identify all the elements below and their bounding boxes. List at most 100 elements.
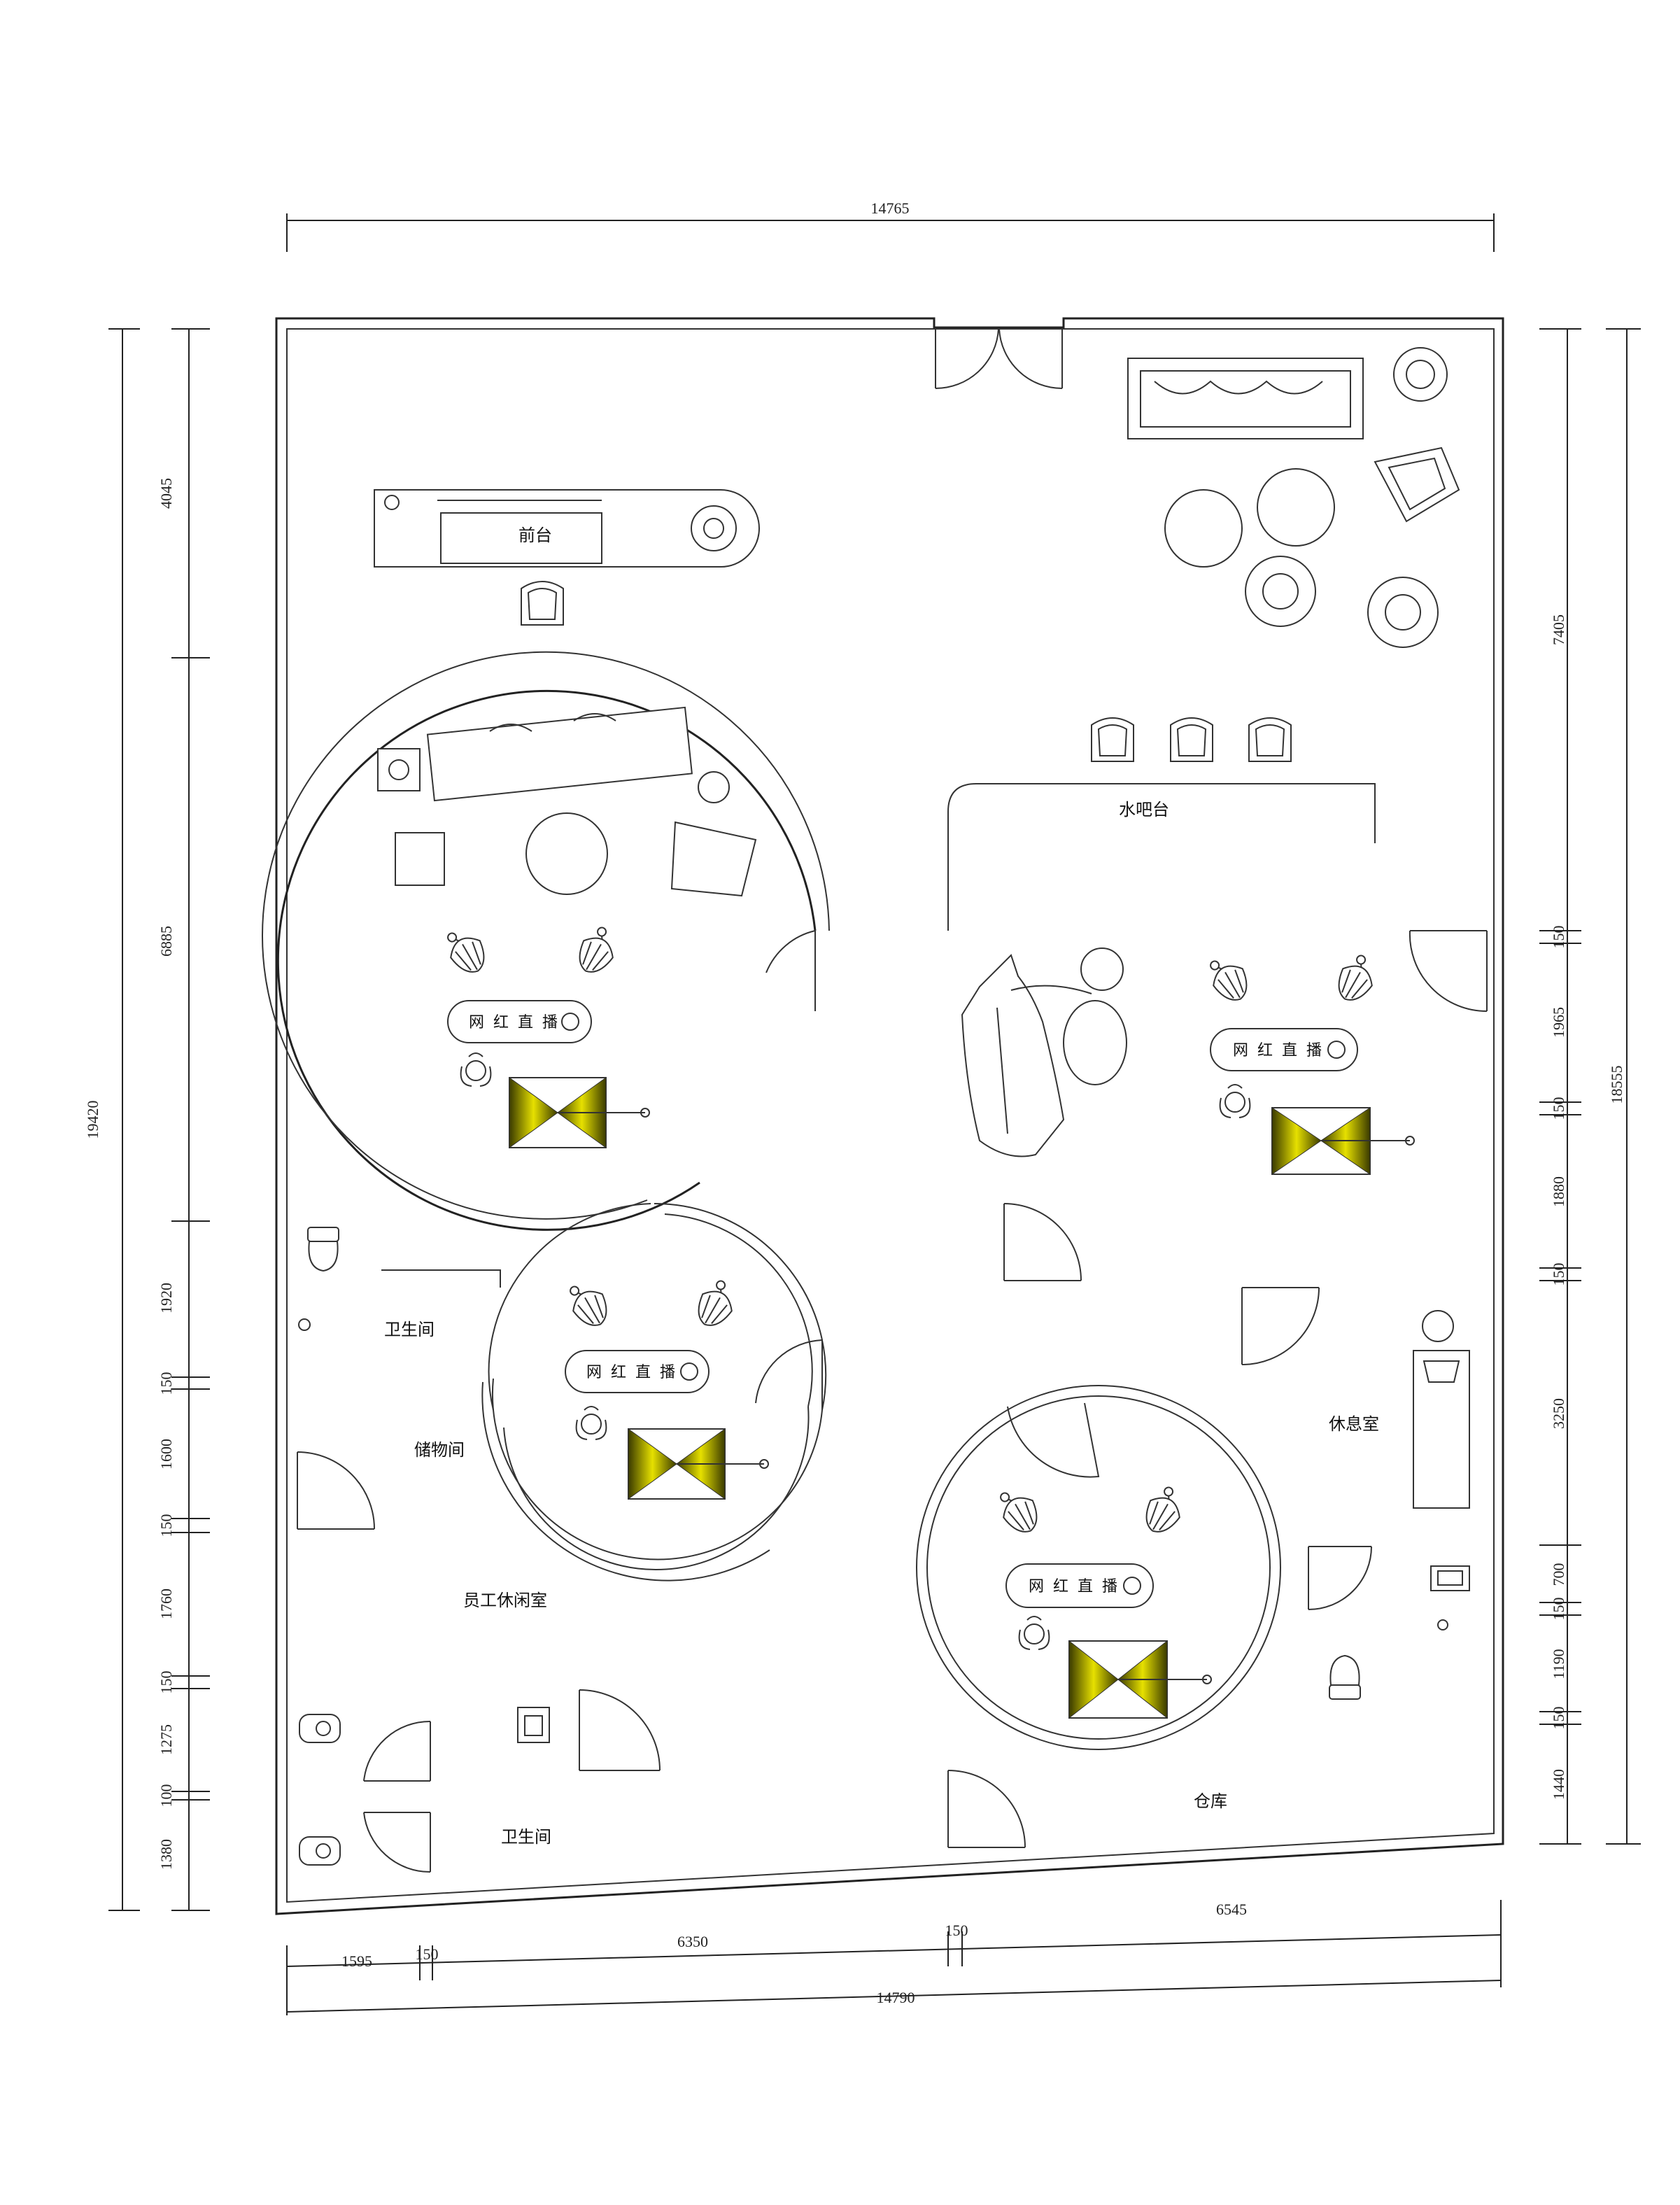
right-seg-10: 1190 [1550, 1649, 1567, 1679]
sink-icon [517, 1707, 550, 1743]
dimension-top: 14765 [286, 199, 1495, 252]
outer-walls [275, 317, 1504, 1915]
right-seg-6: 150 [1550, 1263, 1567, 1286]
room-label-staff-lounge: 员工休闲室 [463, 1591, 547, 1610]
bottom-dim-2: 150 [416, 1945, 439, 1963]
round-table-icon [1422, 1310, 1454, 1342]
room-label-water-bar: 水吧台 [1119, 800, 1169, 819]
left-seg-9: 1275 [157, 1724, 175, 1755]
left-seg-1: 4045 [157, 478, 175, 509]
reception-chair [521, 581, 564, 626]
door-swing-icon[interactable] [1003, 1203, 1082, 1281]
studio-light-icon [570, 922, 624, 980]
live-desk-label-3: 网 红 直 播 [1233, 1042, 1324, 1059]
right-seg-9: 150 [1550, 1598, 1567, 1621]
door-swing-icon[interactable] [363, 1720, 431, 1782]
right-seg-3: 1965 [1550, 1007, 1567, 1038]
room-label-restroom-lower: 卫生间 [501, 1827, 551, 1847]
sofa-icon [1127, 358, 1364, 439]
right-seg-8: 700 [1550, 1563, 1567, 1586]
softbox-icon [1068, 1640, 1212, 1719]
right-seg-1: 7405 [1550, 614, 1567, 645]
dimension-left: 19420 4045 6885 1920 150 1600 150 1760 1… [84, 328, 210, 1911]
person-icon [1018, 1616, 1050, 1650]
studio-light-icon [562, 1275, 616, 1334]
live-desk-label-1: 网 红 直 播 [469, 1014, 560, 1031]
toilet-icon [1329, 1655, 1361, 1700]
room-label-rest-room: 休息室 [1329, 1414, 1379, 1434]
left-seg-6: 150 [157, 1514, 175, 1537]
person-icon [575, 1406, 607, 1440]
right-seg-2: 150 [1550, 926, 1567, 949]
right-seg-12: 1440 [1550, 1769, 1567, 1800]
toilet-icon [299, 1836, 341, 1866]
entrance-door[interactable] [935, 328, 1063, 390]
armchair-icon [1245, 556, 1316, 627]
dimension-bottom: 1595 150 6350 150 6545 14790 [286, 1900, 1502, 2015]
door-swing-icon[interactable] [1409, 930, 1488, 1013]
right-total-label: 18555 [1608, 1066, 1625, 1104]
person-icon [1219, 1084, 1251, 1118]
armchair-icon [1367, 577, 1439, 648]
softbox-icon [1271, 1107, 1415, 1175]
door-swing-icon[interactable] [1241, 1287, 1320, 1365]
right-seg-4: 150 [1550, 1097, 1567, 1120]
door-swing-icon[interactable] [297, 1451, 375, 1530]
door-swing-icon[interactable] [1308, 1546, 1372, 1610]
plant-icon [1393, 347, 1448, 402]
left-seg-2: 6885 [157, 926, 175, 957]
round-table-icon [1164, 468, 1335, 568]
softbox-icon [628, 1428, 769, 1500]
water-bar-counter: 水吧台 [947, 783, 1376, 931]
left-seg-8: 150 [157, 1671, 175, 1694]
studio-light-icon [1329, 950, 1383, 1008]
room-label-reception: 前台 [518, 526, 552, 545]
bottom-dim-5: 6545 [1216, 1901, 1247, 1918]
studio-light-icon [1137, 1481, 1191, 1540]
left-total-label: 19420 [84, 1101, 101, 1139]
right-seg-5: 1880 [1550, 1176, 1567, 1207]
room-label-storage: 储物间 [414, 1440, 465, 1460]
door-swing-icon[interactable] [579, 1689, 661, 1771]
sink-icon [1430, 1565, 1470, 1591]
live-studio-3: 网 红 直 播 [961, 947, 1415, 1175]
bar-stool [1170, 717, 1213, 762]
bar-stool [1248, 717, 1292, 762]
left-seg-11: 1380 [157, 1839, 175, 1870]
room-label-restroom-upper: 卫生间 [384, 1320, 435, 1339]
left-seg-7: 1760 [157, 1588, 175, 1619]
softbox-icon [509, 1077, 650, 1148]
bed-icon [1413, 1350, 1470, 1509]
live-desk-label-2: 网 红 直 播 [586, 1364, 677, 1381]
dimension-top-label: 14765 [871, 199, 910, 217]
bottom-dim-1: 1595 [341, 1952, 372, 1970]
right-seg-7: 3250 [1550, 1398, 1567, 1429]
dimension-right: 18555 7405 150 1965 150 1880 150 3250 70… [1539, 328, 1641, 1845]
studio-light-icon [992, 1481, 1046, 1540]
studio-light-icon [1202, 950, 1256, 1008]
live-studio-1: 网 红 直 播 [262, 651, 830, 1231]
reception-desk: 前台 [374, 489, 760, 568]
toilet-icon [299, 1714, 341, 1743]
studio-light-icon [439, 922, 493, 980]
bottom-dim-4: 150 [945, 1922, 968, 1939]
room-label-warehouse: 仓库 [1194, 1791, 1227, 1811]
door-swing-icon[interactable] [363, 1812, 431, 1873]
armchair-icon [1374, 446, 1460, 523]
live-desk-label-4: 网 红 直 播 [1029, 1578, 1120, 1595]
floor-drain [298, 1318, 311, 1331]
studio-light-icon [689, 1275, 743, 1334]
left-seg-4: 150 [157, 1372, 175, 1395]
bar-stool [1091, 717, 1134, 762]
left-seg-3: 1920 [157, 1283, 175, 1313]
bottom-total-label: 14790 [877, 1989, 915, 2006]
bottom-dim-3: 6350 [677, 1933, 708, 1950]
toilet-icon [307, 1227, 339, 1271]
door-swing-icon[interactable] [947, 1770, 1026, 1848]
person-icon [460, 1052, 492, 1087]
floor-drain [1437, 1619, 1448, 1630]
live-studio-4: 网 红 直 播 [916, 1385, 1281, 1750]
live-studio-2: 网 红 直 播 [381, 1203, 827, 1581]
left-seg-5: 1600 [157, 1439, 175, 1470]
